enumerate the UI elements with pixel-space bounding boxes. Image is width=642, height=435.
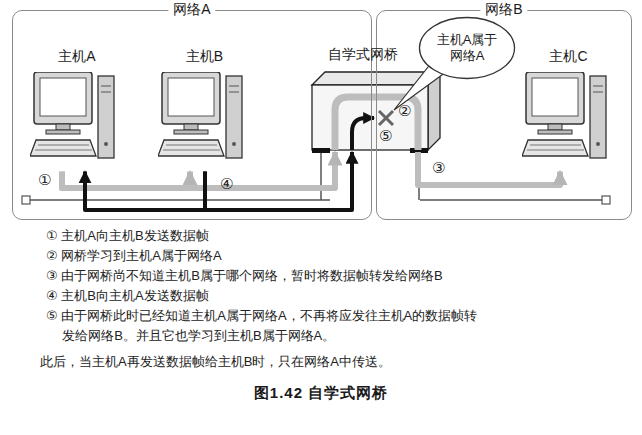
callout-number: ④ (220, 176, 233, 192)
note-text: ① 主机A向主机B发送数据帧 (46, 226, 486, 246)
connector-arrow (205, 152, 352, 210)
note-text: ④ 主机B向主机A发送数据帧 (46, 286, 486, 306)
connector-arrow (85, 172, 205, 211)
note-text: 此后，当主机A再发送数据帧给主机B时，只在网络A中传送。 (40, 352, 391, 372)
node-label: 网络B (480, 1, 527, 18)
bus (22, 152, 610, 204)
note-text: ⑤ 由于网桥此时已经知道主机A属于网络A，不再将应发往主机A的数据帧转发给网络B… (46, 306, 486, 346)
callout-number: ② (398, 103, 411, 119)
callout-bubble: 主机A属于 网络A (418, 16, 516, 80)
network-region: 主机A主机B网络A (12, 10, 372, 220)
node-label: 主机B (150, 48, 260, 65)
connector-arrow (62, 152, 335, 188)
host: 主机C (512, 48, 626, 172)
connector-arrow (418, 152, 560, 185)
callout-number: ⑤ (379, 128, 392, 144)
computer (30, 72, 114, 158)
host: 主机B (150, 48, 260, 172)
figure-caption: 图1.42 自学式网桥 (0, 384, 642, 403)
callout-number: ③ (432, 160, 445, 176)
node-label: 网络A (168, 1, 215, 18)
computer (158, 72, 242, 158)
host: 主机A (25, 48, 130, 172)
node-label: 主机C (512, 48, 626, 65)
note-text: ② 网桥学习到主机A属于网络A (46, 246, 486, 266)
node-label: 主机A属于 网络A (430, 32, 504, 63)
node-label: 主机A (25, 48, 130, 65)
callout-number: ① (38, 172, 51, 188)
note-text: ③ 由于网桥尚不知道主机B属于哪个网络，暂时将数据帧转发给网络B (46, 266, 486, 286)
computer (522, 72, 606, 158)
